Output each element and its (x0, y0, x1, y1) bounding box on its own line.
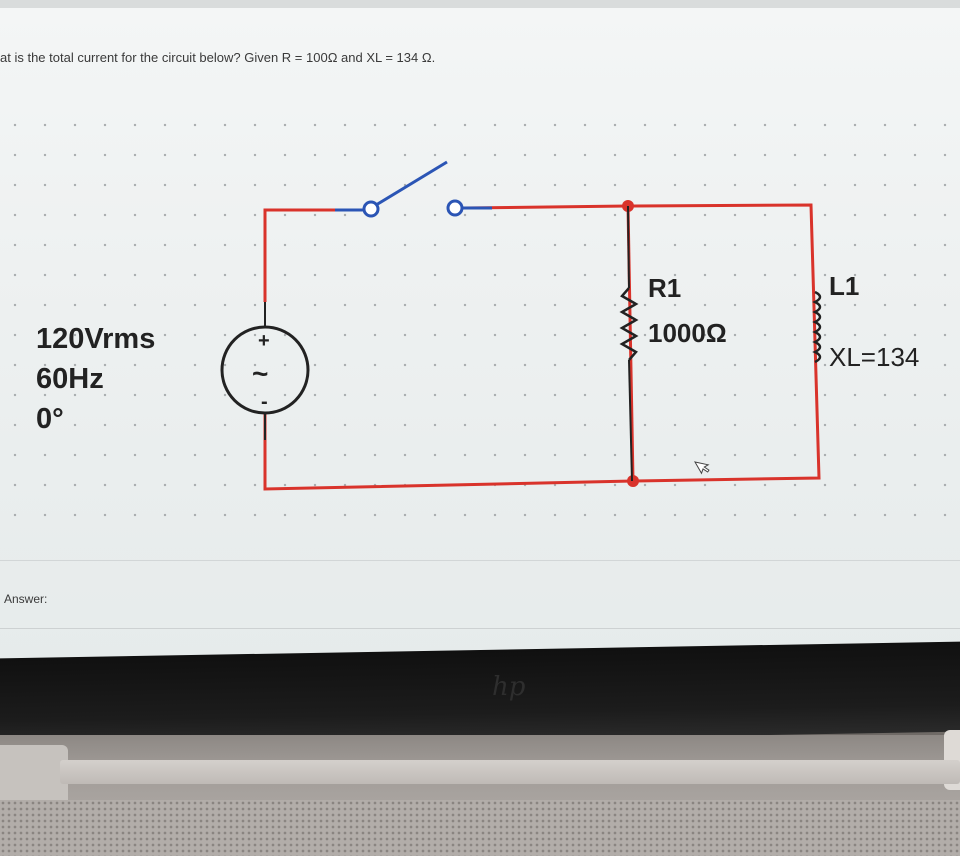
section-divider (0, 560, 960, 561)
circuit-diagram: + ~ - 120Vrms 60Hz 0° R1 1000Ω L1 XL=134 (36, 160, 919, 491)
laptop-bezel (0, 641, 960, 749)
speaker-grille (0, 800, 960, 856)
hinge-bar (60, 760, 960, 784)
wire-top-right (263, 203, 821, 491)
wires (263, 203, 821, 491)
source-voltage: 120Vrms (36, 323, 155, 355)
switch-blade[interactable] (375, 160, 448, 207)
source-wave-icon: ~ (252, 358, 268, 389)
switch[interactable] (335, 160, 492, 218)
source-phase: 0° (36, 403, 64, 435)
source-plus: + (258, 330, 270, 352)
top-bar (0, 0, 960, 8)
ac-source[interactable]: + ~ - (220, 302, 310, 440)
resistor-value: 1000Ω (648, 318, 727, 348)
screen: at is the total current for the circuit … (0, 0, 960, 664)
source-frequency: 60Hz (36, 363, 104, 395)
source-minus: - (261, 391, 268, 413)
resistor-r1[interactable] (619, 205, 639, 482)
wire-left-top (263, 208, 362, 302)
answer-label: Answer: (4, 592, 48, 606)
switch-terminal-left (362, 200, 380, 218)
junction-node-bottom (627, 475, 639, 487)
inductor-l1[interactable] (812, 290, 822, 364)
hp-logo: hp (492, 672, 526, 702)
switch-terminal-right (446, 199, 464, 217)
mouse-cursor-icon (694, 461, 710, 475)
inductor-name: L1 (829, 271, 859, 301)
answer-divider (0, 628, 960, 629)
inductor-value: XL=134 (829, 342, 919, 372)
dot-grid (0, 110, 960, 540)
question-text: at is the total current for the circuit … (0, 50, 436, 65)
resistor-name: R1 (648, 273, 681, 303)
